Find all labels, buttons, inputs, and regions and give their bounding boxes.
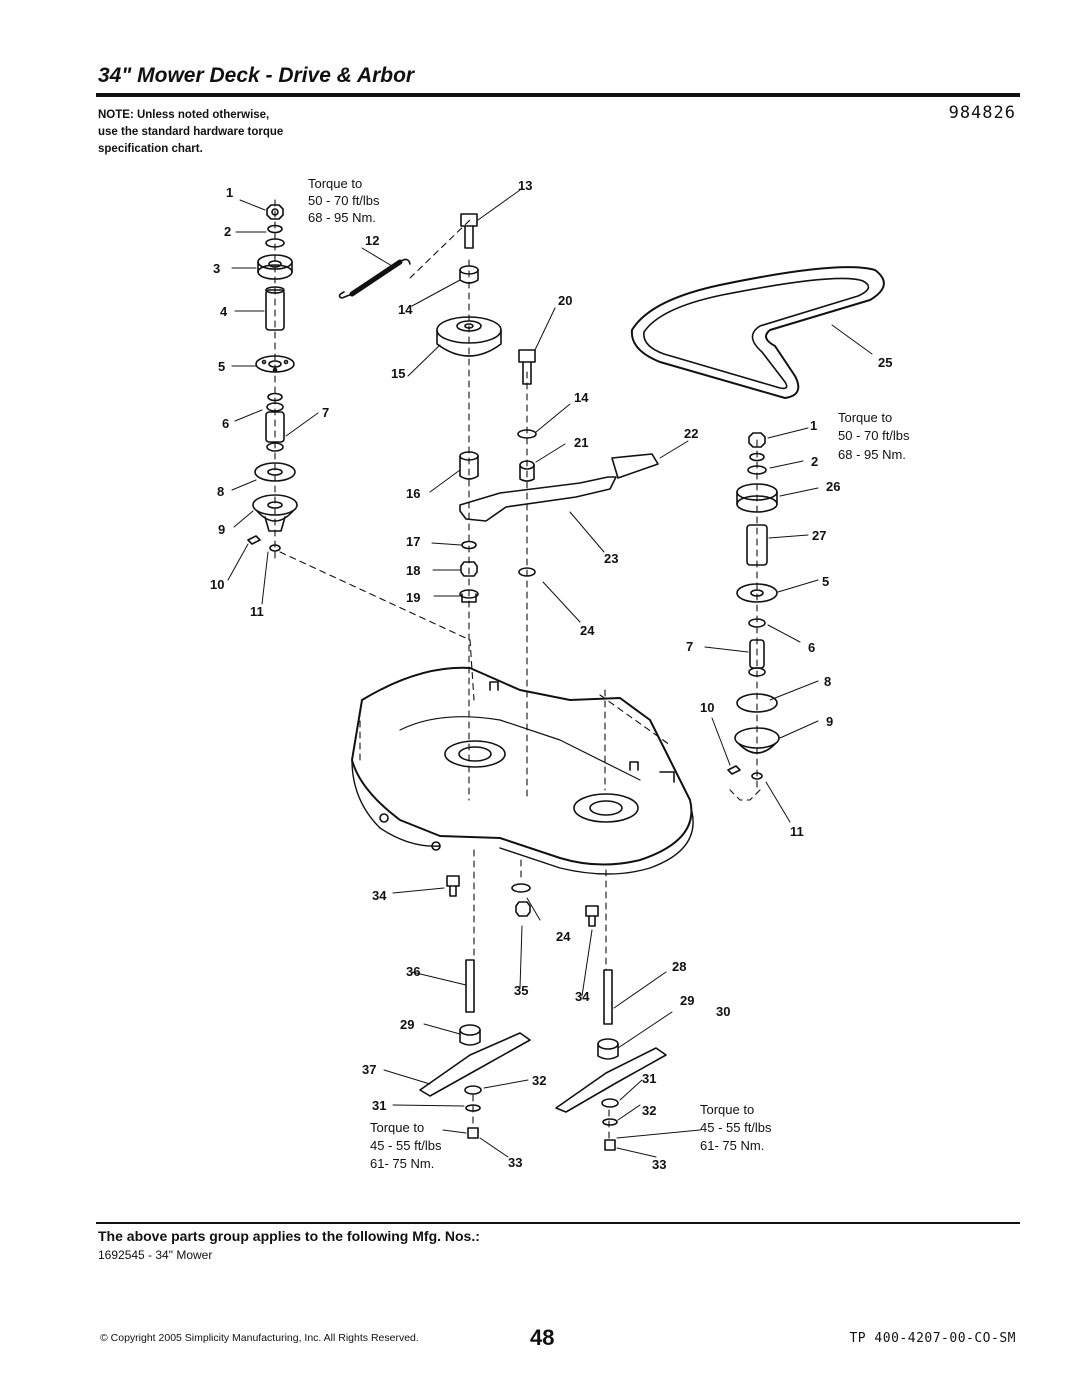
torque-note: NOTE: Unless noted otherwise, use the st… bbox=[98, 107, 358, 158]
note-line: use the standard hardware torque bbox=[98, 126, 284, 138]
callout-31b: 31 bbox=[642, 1071, 656, 1086]
callout-35: 35 bbox=[514, 983, 528, 998]
lower-blade-assemblies bbox=[419, 875, 667, 1151]
callout-5: 5 bbox=[218, 359, 225, 374]
callout-24b: 24 bbox=[556, 929, 571, 944]
callout-34: 34 bbox=[372, 888, 387, 903]
callout-32b: 32 bbox=[642, 1103, 656, 1118]
callout-23: 23 bbox=[604, 551, 618, 566]
callout-2b: 2 bbox=[811, 454, 818, 469]
callout-5b: 5 bbox=[822, 574, 829, 589]
callout-3: 3 bbox=[213, 261, 220, 276]
torque-right-blade-line: 45 - 55 ft/lbs bbox=[700, 1120, 772, 1135]
callout-19: 19 bbox=[406, 590, 420, 605]
torque-left-arbor-line: 50 - 70 ft/lbs bbox=[308, 193, 380, 208]
callout-10: 10 bbox=[210, 577, 224, 592]
callout-6: 6 bbox=[222, 416, 229, 431]
torque-labels: Torque to 50 - 70 ft/lbs 68 - 95 Nm. Tor… bbox=[308, 176, 910, 1171]
callout-9: 9 bbox=[218, 522, 225, 537]
callout-37: 37 bbox=[362, 1062, 376, 1077]
torque-right-blade-line: 61- 75 Nm. bbox=[700, 1138, 764, 1153]
callout-25: 25 bbox=[878, 355, 892, 370]
torque-right-arbor-line: 68 - 95 Nm. bbox=[838, 447, 906, 462]
callout-29b: 29 bbox=[680, 993, 694, 1008]
callout-1: 1 bbox=[226, 185, 233, 200]
callout-8: 8 bbox=[217, 484, 224, 499]
callout-22: 22 bbox=[684, 426, 698, 441]
callout-7: 7 bbox=[322, 405, 329, 420]
leader-lines bbox=[227, 189, 873, 1158]
callout-31: 31 bbox=[372, 1098, 386, 1113]
callout-20: 20 bbox=[558, 293, 572, 308]
copyright: © Copyright 2005 Simplicity Manufacturin… bbox=[100, 1332, 419, 1344]
callout-32: 32 bbox=[532, 1073, 546, 1088]
note-line: specification chart. bbox=[98, 143, 203, 155]
page-title: 34" Mower Deck - Drive & Arbor bbox=[98, 64, 415, 87]
callout-9b: 9 bbox=[826, 714, 833, 729]
mower-deck-housing bbox=[351, 666, 694, 875]
callout-2: 2 bbox=[224, 224, 231, 239]
callout-14: 14 bbox=[398, 302, 413, 317]
callout-12: 12 bbox=[365, 233, 379, 248]
footer-rule bbox=[96, 1222, 1020, 1224]
callout-33: 33 bbox=[508, 1155, 522, 1170]
assembly-lines bbox=[274, 199, 761, 1139]
torque-left-arbor-line: 68 - 95 Nm. bbox=[308, 210, 376, 225]
callout-34b: 34 bbox=[575, 989, 590, 1004]
callout-28: 28 bbox=[672, 959, 686, 974]
callout-labels: 1 2 3 4 5 6 7 8 9 10 11 12 13 14 20 15 1… bbox=[210, 178, 892, 1172]
callout-1b: 1 bbox=[810, 418, 817, 433]
torque-left-blade-line: 45 - 55 ft/lbs bbox=[370, 1138, 442, 1153]
callout-8b: 8 bbox=[824, 674, 831, 689]
callout-11: 11 bbox=[250, 604, 264, 619]
mfg-number: 1692545 - 34" Mower bbox=[98, 1248, 213, 1262]
callout-7b: 7 bbox=[686, 639, 693, 654]
torque-right-arbor-line: Torque to bbox=[838, 410, 892, 425]
callout-21: 21 bbox=[574, 435, 588, 450]
torque-right-arbor-line: 50 - 70 ft/lbs bbox=[838, 428, 910, 443]
callout-15: 15 bbox=[391, 366, 405, 381]
callout-30: 30 bbox=[716, 1004, 730, 1019]
applies-heading: The above parts group applies to the fol… bbox=[98, 1228, 480, 1244]
callout-24: 24 bbox=[580, 623, 595, 638]
callout-16: 16 bbox=[406, 486, 420, 501]
callout-4: 4 bbox=[220, 304, 228, 319]
callout-10b: 10 bbox=[700, 700, 714, 715]
title-rule bbox=[96, 93, 1020, 97]
note-line: NOTE: Unless noted otherwise, bbox=[98, 109, 270, 121]
idler-assembly bbox=[338, 213, 659, 603]
callout-36: 36 bbox=[406, 964, 420, 979]
callout-27: 27 bbox=[812, 528, 826, 543]
left-arbor-stack bbox=[247, 204, 298, 552]
right-arbor-stack bbox=[727, 432, 780, 780]
callout-26: 26 bbox=[826, 479, 840, 494]
callout-17: 17 bbox=[406, 534, 420, 549]
callout-33b: 33 bbox=[652, 1157, 666, 1172]
callout-29: 29 bbox=[400, 1017, 414, 1032]
document-code: TP 400-4207-00-CO-SM bbox=[849, 1331, 1016, 1346]
page-number: 48 bbox=[530, 1325, 555, 1350]
torque-left-blade-line: 61- 75 Nm. bbox=[370, 1156, 434, 1171]
callout-14b: 14 bbox=[574, 390, 589, 405]
part-number: 984826 bbox=[948, 103, 1016, 123]
torque-left-arbor-line: Torque to bbox=[308, 176, 362, 191]
drive-belt bbox=[630, 266, 885, 399]
callout-13: 13 bbox=[518, 178, 532, 193]
callout-11b: 11 bbox=[790, 824, 804, 839]
callout-6b: 6 bbox=[808, 640, 815, 655]
torque-left-blade-line: Torque to bbox=[370, 1120, 424, 1135]
torque-right-blade-line: Torque to bbox=[700, 1102, 754, 1117]
callout-18: 18 bbox=[406, 563, 420, 578]
